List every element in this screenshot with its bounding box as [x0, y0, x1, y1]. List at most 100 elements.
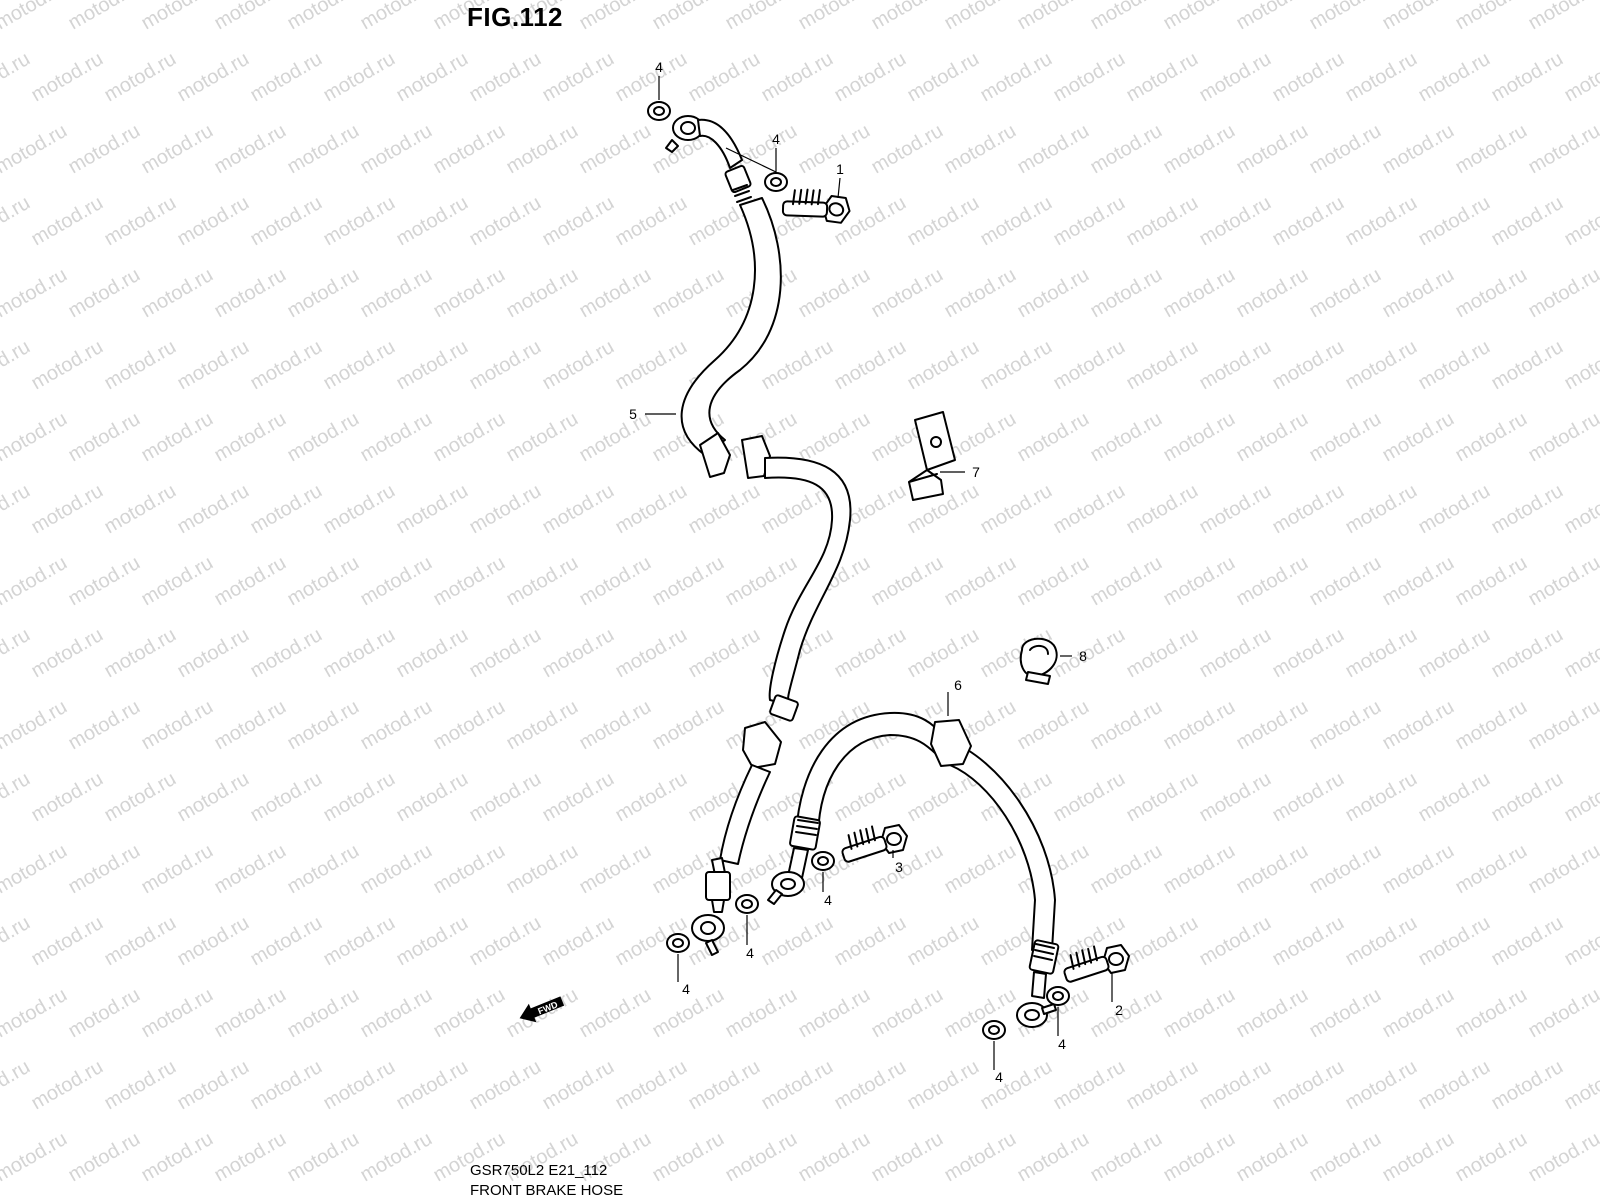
callout-7: 7 [972, 464, 980, 480]
watermark-text: motod.ru [1269, 768, 1348, 827]
watermark-text: motod.ru [1415, 480, 1494, 539]
watermark-text: motod.ru [65, 696, 144, 755]
watermark-text: motod.ru [1525, 408, 1600, 467]
watermark-text: motod.ru [576, 408, 655, 467]
watermark-text: motod.ru [795, 264, 874, 323]
leader-lines [645, 76, 1113, 1070]
watermark-text: motod.ru [211, 840, 290, 899]
watermark-text: motod.ru [1306, 120, 1385, 179]
watermark-text: motod.ru [320, 48, 399, 107]
watermark-text: motod.ru [539, 336, 618, 395]
watermark-text: motod.ru [1415, 336, 1494, 395]
watermark-text: motod.ru [320, 1056, 399, 1115]
watermark-text: motod.ru [1488, 48, 1567, 107]
watermark-text: motod.ru [1050, 768, 1129, 827]
watermark-text: motod.ru [393, 912, 472, 971]
watermark-text: motod.ru [612, 480, 691, 539]
watermark-text: motod.ru [174, 480, 253, 539]
watermark-text: motod.ru [1160, 696, 1239, 755]
watermark-text: motod.ru [101, 192, 180, 251]
watermark-text: motod.ru [284, 840, 363, 899]
watermark-text: motod.ru [977, 1056, 1056, 1115]
callout-6: 6 [954, 677, 962, 693]
callout-4: 4 [682, 981, 690, 997]
watermark-text: motod.ru [941, 984, 1020, 1043]
callout-4: 4 [772, 131, 780, 147]
watermark-text: motod.ru [1123, 480, 1202, 539]
watermark-text: motod.ru [357, 552, 436, 611]
watermark-text: motod.ru [1452, 120, 1531, 179]
watermark-text: motod.ru [758, 48, 837, 107]
watermark-text: motod.ru [1415, 768, 1494, 827]
watermark-text: motod.ru [28, 192, 107, 251]
watermark-text: motod.ru [868, 984, 947, 1043]
watermark-text: motod.ru [576, 840, 655, 899]
watermark-text: motod.ru [284, 552, 363, 611]
watermark-text: motod.ru [1379, 408, 1458, 467]
watermark-text: motod.ru [904, 48, 983, 107]
watermark-text: motod.ru [320, 912, 399, 971]
watermark-text: motod.ru [1087, 840, 1166, 899]
watermark-text: motod.ru [1123, 768, 1202, 827]
watermark-text: motod.ru [138, 0, 217, 34]
watermark-text: motod.ru [1452, 264, 1531, 323]
watermark-text: motod.ru [430, 408, 509, 467]
watermark-text: motod.ru [795, 120, 874, 179]
watermark-text: motod.ru [174, 768, 253, 827]
watermark-text: motod.ru [649, 0, 728, 34]
watermark-text: motod.ru [868, 264, 947, 323]
watermark-text: motod.ru [65, 0, 144, 34]
watermark-text: motod.ru [612, 48, 691, 107]
watermark-text: motod.ru [1488, 336, 1567, 395]
hose-clamp-icon [1019, 637, 1058, 685]
watermark-text: motod.ru [904, 624, 983, 683]
watermark-text: motod.ru [1233, 552, 1312, 611]
watermark-text: motod.ru [1379, 264, 1458, 323]
watermark-text: motod.ru [28, 48, 107, 107]
watermark-text: motod.ru [247, 480, 326, 539]
washer-icon [764, 172, 788, 192]
watermark-text: motod.ru [503, 696, 582, 755]
watermark-text: motod.ru [576, 984, 655, 1043]
watermark-text: motod.ru [284, 120, 363, 179]
watermark-text: motod.ru [65, 984, 144, 1043]
watermark-text: motod.ru [612, 1056, 691, 1115]
watermark-text: motod.ru [576, 264, 655, 323]
watermark-text: motod.ru [101, 336, 180, 395]
watermark-text: motod.ru [831, 48, 910, 107]
watermark-text: motod.ru [284, 264, 363, 323]
callout-1: 1 [836, 161, 844, 177]
watermark-text: motod.ru [466, 768, 545, 827]
watermark-text: motod.ru [1452, 696, 1531, 755]
watermark-text: motod.ru [1525, 840, 1600, 899]
watermark-text: motod.ru [1196, 48, 1275, 107]
watermark-text: motod.ru [0, 408, 71, 467]
watermark-text: motod.ru [65, 408, 144, 467]
watermark-text: motod.ru [0, 0, 71, 34]
watermark-text: motod.ru [503, 840, 582, 899]
watermark-text: motod.ru [503, 264, 582, 323]
watermark-text: motod.ru [1233, 840, 1312, 899]
washer-icon [1046, 986, 1070, 1006]
watermark-text: motod.ru [1306, 408, 1385, 467]
watermark-text: motod.ru [1342, 1056, 1421, 1115]
watermark-text: motod.ru [1196, 336, 1275, 395]
watermark-text: motod.ru [138, 552, 217, 611]
watermark-text: motod.ru [0, 120, 71, 179]
watermark-text: motod.ru [1014, 552, 1093, 611]
watermark-text: motod.ru [1342, 48, 1421, 107]
watermark-text: motod.ru [539, 48, 618, 107]
watermark-text: motod.ru [1415, 912, 1494, 971]
watermark-text: motod.ru [1306, 1128, 1385, 1187]
watermark-text: motod.ru [831, 1056, 910, 1115]
watermark-text: motod.ru [1196, 768, 1275, 827]
watermark-text: motod.ru [1087, 1128, 1166, 1187]
watermark-text: motod.ru [284, 984, 363, 1043]
watermark-text: motod.ru [612, 192, 691, 251]
watermark-text: motod.ru [1160, 0, 1239, 34]
watermark-text: motod.ru [795, 408, 874, 467]
watermark-text: motod.ru [612, 336, 691, 395]
watermark-text: motod.ru [1160, 840, 1239, 899]
watermark-text: motod.ru [1269, 48, 1348, 107]
